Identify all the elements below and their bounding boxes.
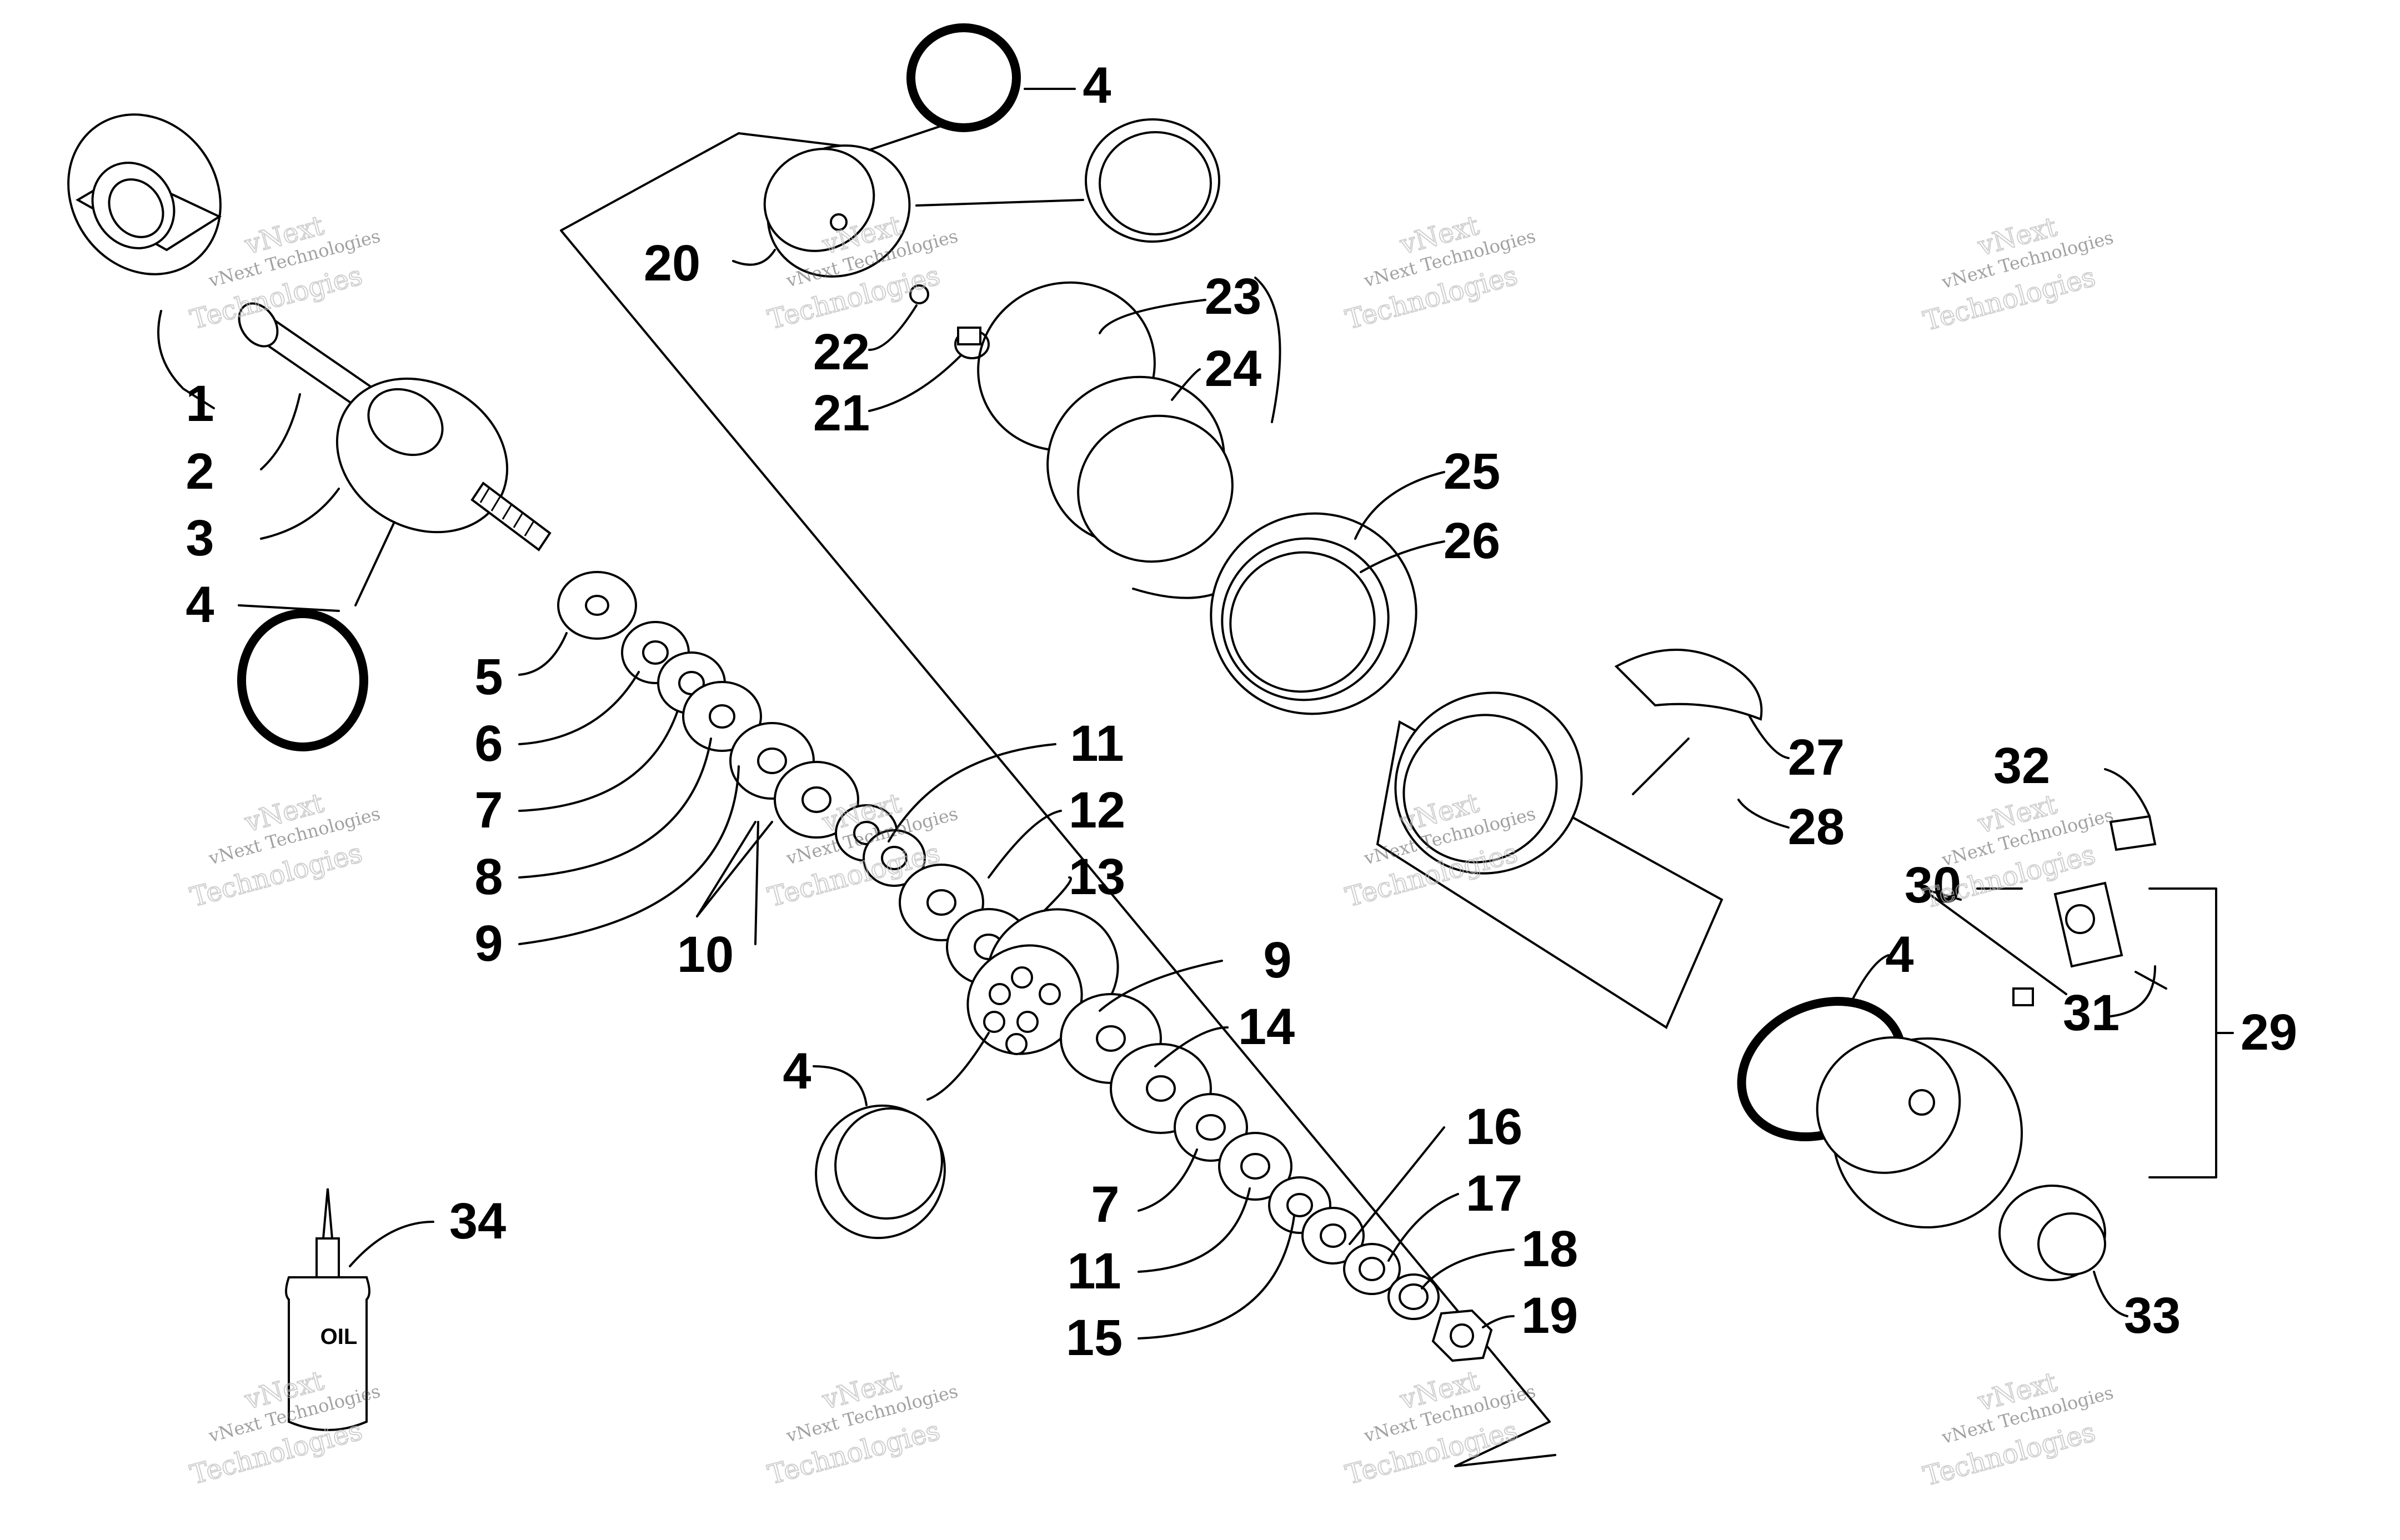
part-shaft-2-3	[238, 302, 552, 551]
callout-23: 23	[1205, 268, 1261, 325]
shock-body-28	[1376, 691, 1723, 1029]
band-4-top	[1085, 118, 1220, 243]
washer-stack-lower	[1060, 993, 1440, 1320]
o-ring-4-top	[906, 23, 1021, 132]
callout-4-a: 4	[186, 576, 214, 633]
callout-8: 8	[474, 849, 503, 905]
callout-12: 12	[1069, 782, 1125, 839]
callout-11-a: 11	[1070, 715, 1124, 772]
lower-housing	[1816, 1036, 2023, 1228]
callout-25: 25	[1444, 443, 1500, 500]
callout-28: 28	[1788, 799, 1845, 855]
callout-32: 32	[1993, 738, 2050, 794]
callout-3: 3	[186, 510, 214, 566]
callout-22: 22	[813, 324, 870, 380]
collars-25-26	[1210, 512, 1417, 715]
valve-assembly-29	[2012, 815, 2167, 1006]
callout-33: 33	[2124, 1287, 2181, 1344]
callout-11-b: 11	[1067, 1243, 1121, 1300]
seal-housing-20	[763, 144, 911, 278]
callout-16: 16	[1466, 1098, 1522, 1155]
callout-15: 15	[1066, 1310, 1123, 1366]
callout-4-c: 4	[1083, 57, 1111, 114]
kit-boundary	[560, 132, 1556, 1467]
rings-23-24	[977, 281, 1256, 599]
callout-29: 29	[2241, 1004, 2297, 1061]
callout-18: 18	[1521, 1221, 1578, 1277]
callout-27: 27	[1788, 729, 1845, 786]
o-ring-22	[909, 284, 929, 304]
bushing-33	[1998, 1185, 2106, 1281]
callout-10: 10	[677, 926, 734, 983]
callout-31: 31	[2063, 985, 2120, 1041]
callout-21: 21	[813, 385, 870, 442]
o-ring-4-left	[237, 609, 368, 751]
callout-20: 20	[644, 235, 700, 292]
callout-6: 6	[474, 715, 503, 772]
piston-ring-4	[815, 1104, 946, 1240]
callout-14: 14	[1238, 999, 1295, 1055]
callout-2: 2	[186, 443, 214, 500]
callout-9-a: 9	[474, 915, 503, 972]
callout-7-b: 7	[1091, 1176, 1119, 1233]
shield-27	[1614, 649, 1763, 721]
callout-numbers: 1 2 3 4 5 6 7 8 9 10 11 12 13 9 14 4 7 1…	[186, 57, 2297, 1366]
callout-1: 1	[186, 375, 214, 432]
bottle-label: OIL	[320, 1325, 358, 1349]
callout-34: 34	[449, 1193, 506, 1250]
part-bushing-1	[67, 113, 222, 275]
callout-17: 17	[1466, 1165, 1522, 1222]
callout-24: 24	[1205, 340, 1261, 397]
callout-9-b: 9	[1263, 932, 1291, 989]
callout-19: 19	[1521, 1287, 1578, 1344]
callout-30: 30	[1905, 857, 1961, 914]
callout-7-a: 7	[474, 782, 503, 839]
callout-5: 5	[474, 649, 503, 705]
washer-stack-upper	[557, 571, 1031, 986]
oil-bottle-34: OIL	[285, 1188, 370, 1431]
callout-13: 13	[1069, 849, 1125, 905]
callout-4-b: 4	[783, 1043, 811, 1100]
leader-lines	[157, 88, 2234, 1340]
callout-4-d: 4	[1885, 926, 1913, 983]
callout-26: 26	[1444, 513, 1500, 569]
